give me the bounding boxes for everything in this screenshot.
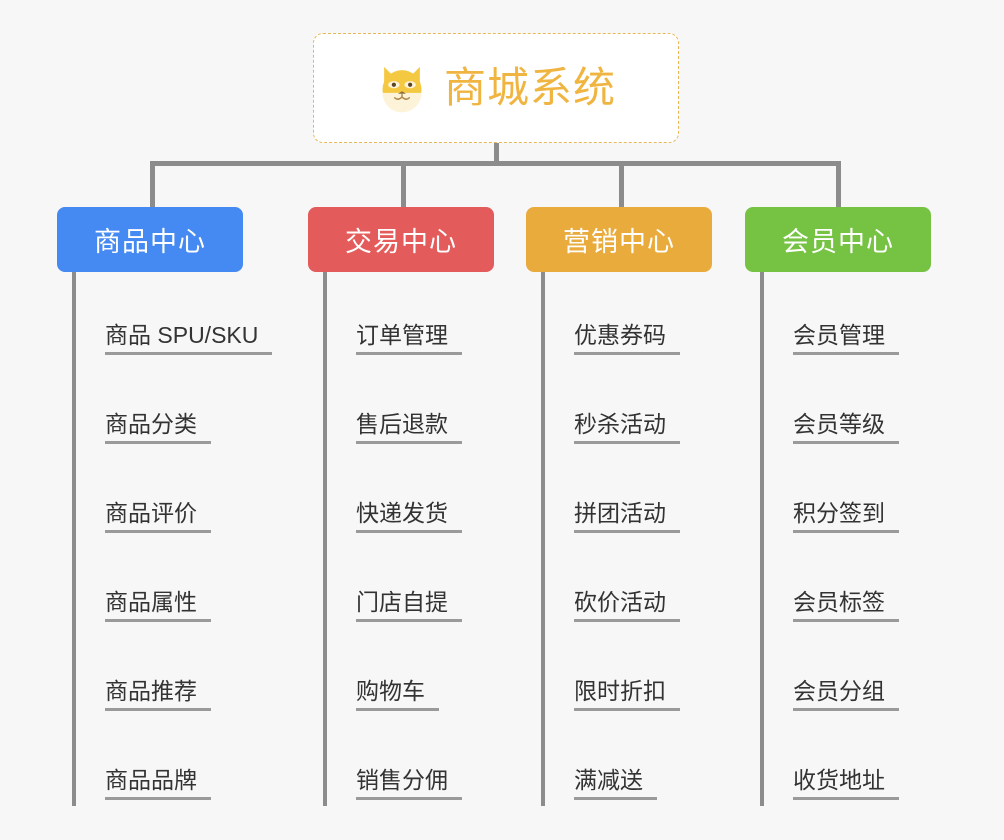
list-item[interactable]: 商品属性 (72, 539, 272, 628)
column-spine-3 (760, 272, 764, 806)
item-label: 优惠券码 (574, 322, 680, 355)
list-item[interactable]: 商品分类 (72, 361, 272, 450)
category-node-1[interactable]: 交易中心 (308, 207, 494, 272)
item-label: 收货地址 (793, 767, 899, 800)
shiba-dog-face-icon (382, 66, 422, 113)
list-item[interactable]: 会员管理 (760, 272, 899, 361)
list-item[interactable]: 秒杀活动 (541, 361, 680, 450)
item-label: 会员管理 (793, 322, 899, 355)
item-label: 会员标签 (793, 589, 899, 622)
category-label-1: 交易中心 (345, 227, 457, 257)
connector-root-stem (494, 143, 499, 165)
item-label: 快递发货 (356, 500, 462, 533)
item-label: 商品属性 (105, 589, 211, 622)
branch-column-3: 会员中心 会员管理 会员等级 积分签到 会员标签 会员分组 收货地址 (745, 207, 931, 806)
item-label: 购物车 (356, 678, 439, 711)
branch-column-0: 商品中心 商品 SPU/SKU 商品分类 商品评价 商品属性 商品推荐 商品品牌 (57, 207, 273, 806)
item-label: 限时折扣 (574, 678, 680, 711)
column-spine-0 (72, 272, 76, 806)
connector-drop-营销中心 (619, 161, 624, 207)
connector-drop-会员中心 (836, 161, 841, 207)
item-label: 商品评价 (105, 500, 211, 533)
category-node-2[interactable]: 营销中心 (526, 207, 712, 272)
list-item[interactable]: 收货地址 (760, 717, 899, 806)
item-label: 订单管理 (356, 322, 462, 355)
category-label-0: 商品中心 (94, 227, 206, 257)
list-item[interactable]: 销售分佣 (323, 717, 462, 806)
category-label-2: 营销中心 (563, 227, 675, 257)
connector-drop-商品中心 (150, 161, 155, 207)
list-item[interactable]: 购物车 (323, 628, 462, 717)
item-label: 满减送 (574, 767, 657, 800)
list-item[interactable]: 商品评价 (72, 450, 272, 539)
connector-horizontal-bus (150, 161, 840, 166)
item-list-2: 优惠券码 秒杀活动 拼团活动 砍价活动 限时折扣 满减送 (541, 272, 680, 806)
list-item[interactable]: 商品 SPU/SKU (72, 272, 273, 361)
column-spine-2 (541, 272, 545, 806)
item-label: 秒杀活动 (574, 411, 680, 444)
item-label: 门店自提 (356, 589, 462, 622)
root-node[interactable]: 商城系统 (313, 33, 679, 143)
list-item[interactable]: 商品品牌 (72, 717, 272, 806)
list-item[interactable]: 门店自提 (323, 539, 462, 628)
item-label: 会员分组 (793, 678, 899, 711)
list-item[interactable]: 商品推荐 (72, 628, 272, 717)
list-item[interactable]: 限时折扣 (541, 628, 680, 717)
root-title: 商城系统 (443, 64, 616, 111)
list-item[interactable]: 拼团活动 (541, 450, 680, 539)
item-label: 售后退款 (356, 411, 462, 444)
item-label: 销售分佣 (356, 767, 462, 800)
item-list-3: 会员管理 会员等级 积分签到 会员标签 会员分组 收货地址 (760, 272, 899, 806)
category-label-3: 会员中心 (782, 227, 894, 257)
item-label: 商品品牌 (105, 767, 211, 800)
column-spine-1 (323, 272, 327, 806)
list-item[interactable]: 优惠券码 (541, 272, 680, 361)
list-item[interactable]: 积分签到 (760, 450, 899, 539)
item-label: 商品推荐 (105, 678, 211, 711)
list-item[interactable]: 会员标签 (760, 539, 899, 628)
category-node-3[interactable]: 会员中心 (745, 207, 931, 272)
list-item[interactable]: 满减送 (541, 717, 680, 806)
list-item[interactable]: 订单管理 (323, 272, 462, 361)
list-item[interactable]: 砍价活动 (541, 539, 680, 628)
item-label: 拼团活动 (574, 500, 680, 533)
item-list-0: 商品 SPU/SKU 商品分类 商品评价 商品属性 商品推荐 商品品牌 (72, 272, 273, 806)
branch-column-1: 交易中心 订单管理 售后退款 快递发货 门店自提 购物车 销售分佣 (308, 207, 494, 806)
item-label: 会员等级 (793, 411, 899, 444)
list-item[interactable]: 快递发货 (323, 450, 462, 539)
branch-column-2: 营销中心 优惠券码 秒杀活动 拼团活动 砍价活动 限时折扣 满减送 (526, 207, 712, 806)
item-list-1: 订单管理 售后退款 快递发货 门店自提 购物车 销售分佣 (323, 272, 462, 806)
list-item[interactable]: 售后退款 (323, 361, 462, 450)
item-label: 商品分类 (105, 411, 211, 444)
list-item[interactable]: 会员等级 (760, 361, 899, 450)
item-label: 商品 SPU/SKU (105, 322, 273, 355)
item-label: 砍价活动 (574, 589, 680, 622)
connector-drop-交易中心 (401, 161, 406, 207)
item-label: 积分签到 (793, 500, 899, 533)
list-item[interactable]: 会员分组 (760, 628, 899, 717)
category-node-0[interactable]: 商品中心 (57, 207, 243, 272)
